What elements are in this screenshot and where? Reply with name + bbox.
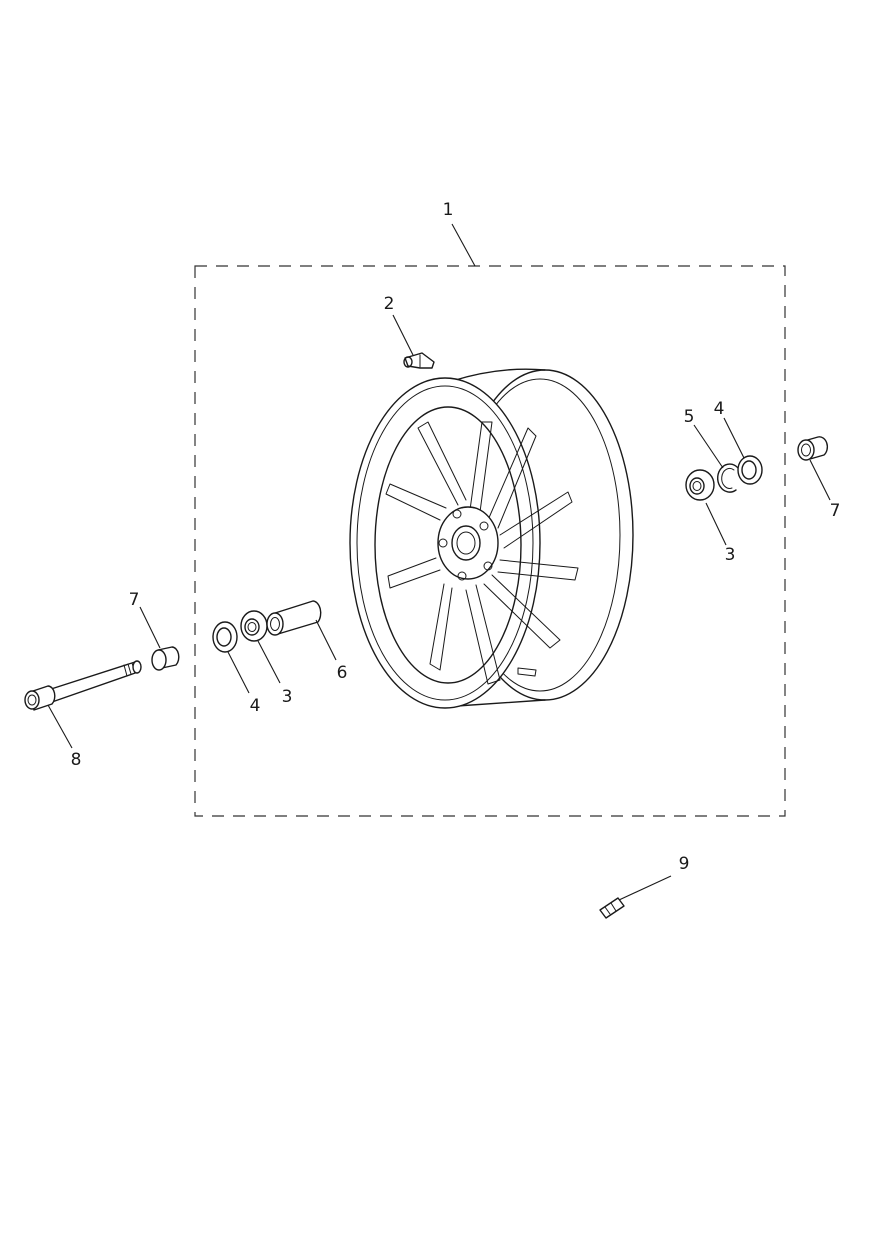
callout-6: 6 <box>337 663 348 683</box>
spacer-right[interactable] <box>797 436 829 461</box>
tyre-valve[interactable] <box>403 352 435 369</box>
callout-4-left: 4 <box>250 696 261 716</box>
callout-3-left: 3 <box>282 687 293 707</box>
callout-2: 2 <box>384 294 395 314</box>
callout-3-right: 3 <box>725 545 736 565</box>
wheel-spindle[interactable] <box>24 660 142 711</box>
wheel-seal-left[interactable] <box>212 621 238 653</box>
wheel-seal-right[interactable] <box>737 455 763 485</box>
callout-4-right: 4 <box>714 399 725 419</box>
callout-1: 1 <box>443 200 454 220</box>
front-wheel[interactable] <box>349 368 634 709</box>
leader-lines <box>47 223 831 901</box>
callout-5: 5 <box>684 407 695 427</box>
callout-labels: 1 2 3 5 4 7 7 4 3 6 8 9 <box>71 200 841 874</box>
spacer-left[interactable] <box>151 646 180 671</box>
callout-7-right: 7 <box>830 501 841 521</box>
callout-7-left: 7 <box>129 590 140 610</box>
assembly-boundary <box>194 265 786 817</box>
callout-9: 9 <box>679 854 690 874</box>
distance-tube[interactable] <box>266 600 322 636</box>
balance-weight[interactable] <box>599 897 625 919</box>
callout-8: 8 <box>71 750 82 770</box>
wheel-bearing-left[interactable] <box>240 610 268 642</box>
wheel-bearing-right[interactable] <box>685 469 715 501</box>
circlip[interactable] <box>716 463 739 493</box>
